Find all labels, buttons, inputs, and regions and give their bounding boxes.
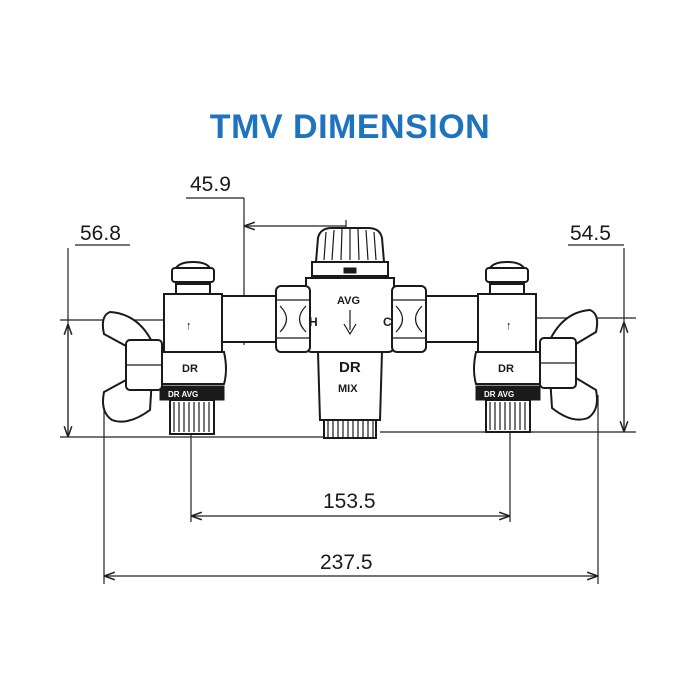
dimension-overall-width: 237.5 (103, 395, 599, 584)
left-isolating-valve: ↑ DR DR AVG (101, 260, 227, 435)
right-brand-label: DR (498, 363, 514, 375)
svg-text:↑: ↑ (506, 320, 512, 332)
hot-port-label: H (309, 315, 318, 329)
valve-model-label: AVG (337, 295, 360, 307)
left-band-label: DR AVG (168, 390, 198, 399)
dim-label-right: 54.5 (570, 222, 611, 245)
left-connector (217, 285, 311, 353)
dim-label-left: 56.8 (80, 222, 121, 245)
right-isolating-valve: ↑ DR DR AVG (473, 260, 599, 433)
center-sub-label: MIX (338, 383, 358, 395)
svg-text:↑: ↑ (186, 320, 192, 332)
dim-label-overall: 237.5 (320, 551, 373, 574)
left-brand-label: DR (182, 363, 198, 375)
right-connector (391, 285, 487, 353)
dimension-inner-width: 153.5 (190, 430, 511, 522)
right-band-label: DR AVG (484, 390, 514, 399)
mixing-valve-body: AVG H C DR MIX (305, 227, 395, 439)
page-title: TMV DIMENSION (209, 108, 491, 146)
center-brand-label: DR (339, 359, 361, 376)
dim-label-inner: 153.5 (323, 490, 376, 513)
dimension-top-center: 45.9 (186, 173, 347, 345)
dim-label-top: 45.9 (190, 173, 231, 196)
cold-port-label: C (383, 315, 392, 329)
